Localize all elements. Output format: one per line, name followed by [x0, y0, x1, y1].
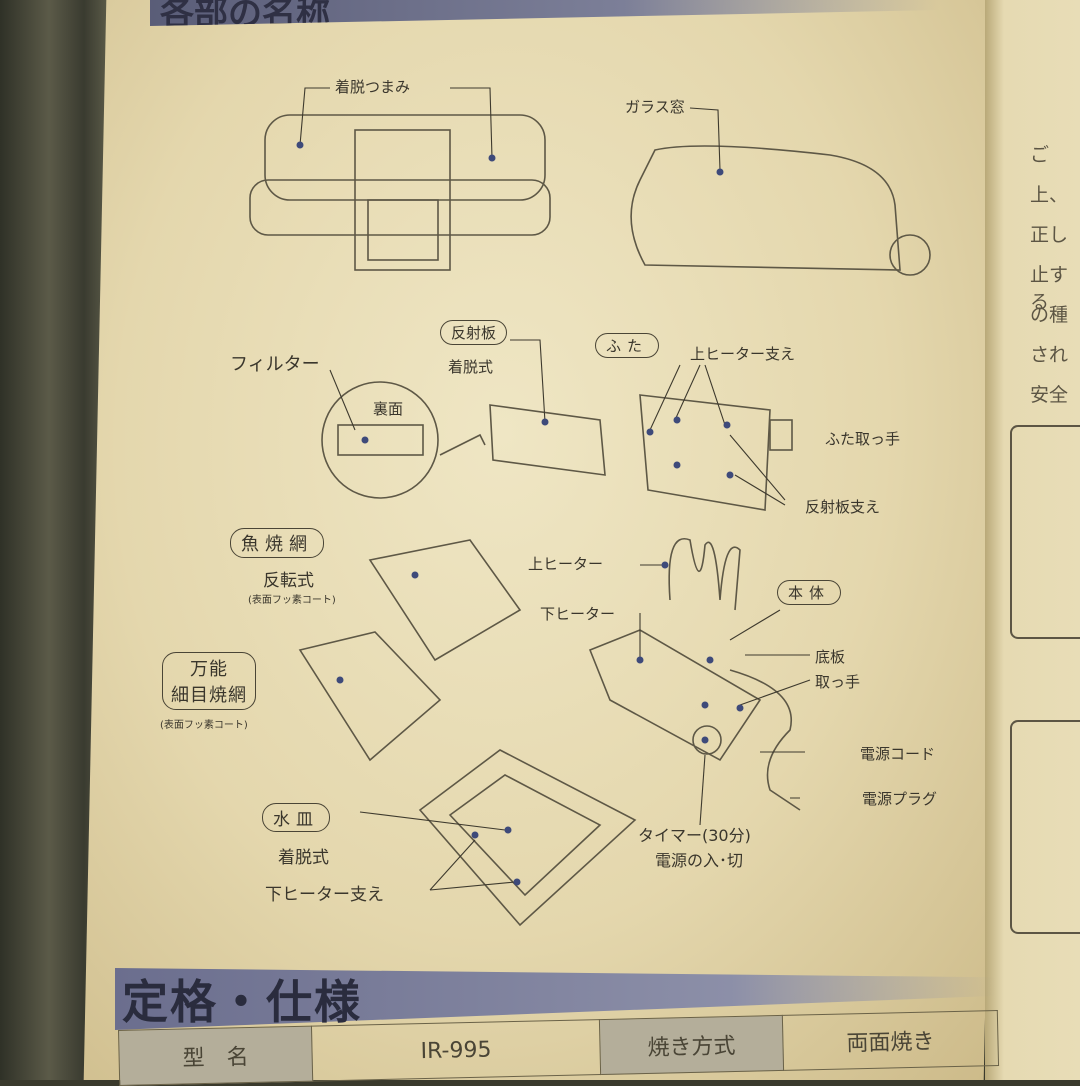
spec-label-grill-type: 焼き方式	[599, 1015, 784, 1075]
spec-label-model: 型 名	[118, 1026, 313, 1086]
warning-box	[1010, 425, 1080, 639]
label-power-switch: 電源の入･切	[655, 851, 744, 870]
label-coating-note-2: (表面フッ素コート)	[160, 720, 248, 731]
label-lid-handle: ふた取っ手	[825, 430, 901, 448]
label-multi-net-line2: 細目焼網	[171, 685, 247, 706]
section-header: 各部の名称	[160, 0, 330, 34]
label-multi-net-line1: 万能	[190, 659, 228, 680]
label-fish-grill-note: 反転式	[263, 571, 314, 591]
spec-title: 定格・仕様	[122, 975, 362, 1029]
right-page	[985, 0, 1080, 1080]
label-upper-heater-support: 上ヒーター支え	[690, 345, 796, 363]
label-fish-grill-net: 魚焼網	[230, 528, 324, 558]
label-body: 本体	[777, 580, 842, 605]
label-filter: フィルター	[230, 354, 320, 375]
label-water-tray-note: 着脱式	[278, 848, 329, 868]
text-line: の種	[1030, 304, 1069, 326]
label-reflector-note: 着脱式	[448, 358, 494, 376]
label-knob: 着脱つまみ	[335, 78, 411, 96]
label-lower-heater-support: 下ヒーター支え	[265, 885, 384, 905]
label-glass-window: ガラス窓	[625, 98, 685, 116]
label-timer: タイマー(30分)	[638, 826, 751, 845]
text-line: 止する	[1030, 264, 1069, 313]
spec-value-grill-type: 両面焼き	[782, 1010, 999, 1071]
label-water-tray: 水皿	[262, 803, 330, 832]
label-reflector-support: 反射板支え	[805, 498, 881, 516]
label-multi-net: 万能 細目焼網	[162, 652, 256, 710]
label-handle: 取っ手	[815, 673, 861, 691]
caution-box	[1010, 720, 1080, 934]
text-line: 安全	[1030, 384, 1069, 406]
text-line: され	[1030, 344, 1069, 366]
label-upper-heater: 上ヒーター	[528, 555, 604, 573]
label-lid: ふた	[595, 333, 660, 358]
text-line: ご	[1030, 144, 1050, 166]
right-page-text: ご 上、 正し 止する の種 され 安全	[1030, 140, 1080, 420]
text-line: 正し	[1030, 224, 1069, 246]
label-coating-note-1: (表面フッ素コート)	[248, 595, 336, 606]
label-power-cord: 電源コード	[860, 745, 936, 763]
label-power-plug: 電源プラグ	[862, 790, 938, 808]
label-reflector: 反射板	[440, 320, 508, 345]
label-bottom-plate: 底板	[815, 648, 846, 666]
text-line: 上、	[1030, 184, 1069, 206]
label-back-side: 裏面	[373, 400, 404, 418]
spec-value-model: IR-995	[311, 1019, 601, 1082]
label-lower-heater: 下ヒーター	[540, 605, 616, 623]
